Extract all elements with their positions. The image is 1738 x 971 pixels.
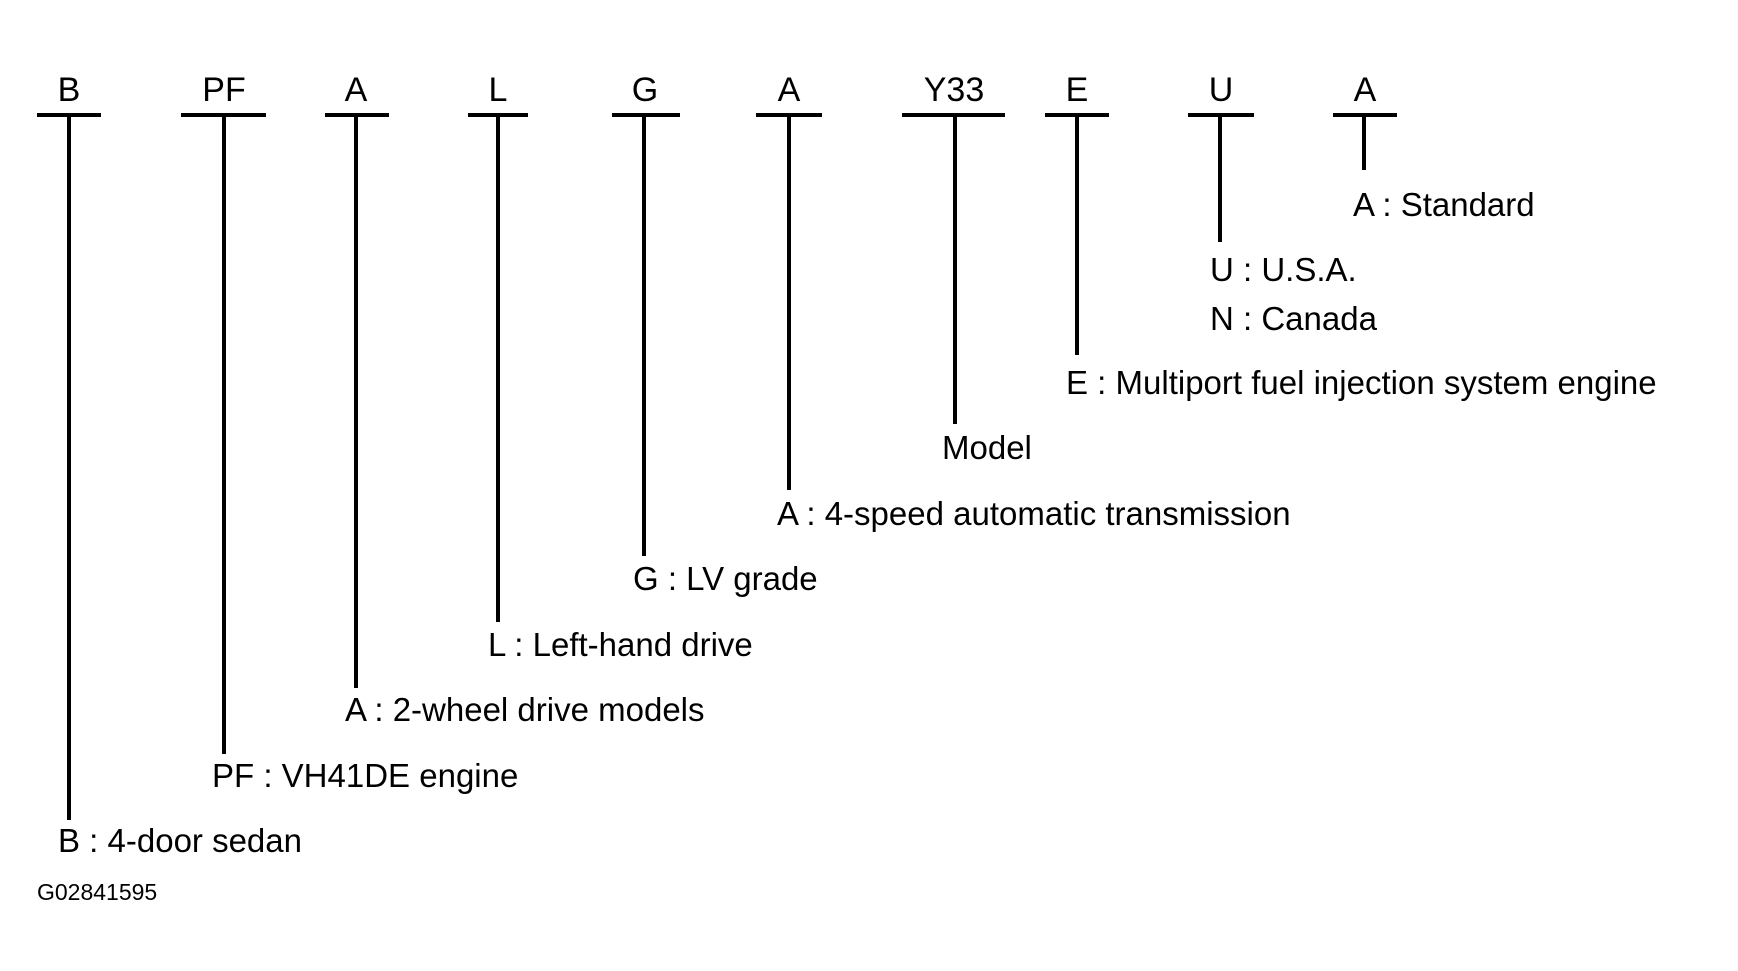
code-letter: PF <box>202 71 245 109</box>
code-description: E : Multiport fuel injection system engi… <box>1066 364 1657 401</box>
code-field-engine: PF PF : VH41DE engine <box>181 71 518 794</box>
code-letter: G <box>632 71 658 109</box>
code-description: A : Standard <box>1353 186 1535 223</box>
code-field-transmission: A A : 4-speed automatic transmission <box>756 71 1291 532</box>
code-letter: A <box>1354 71 1377 109</box>
code-letter: A <box>778 71 801 109</box>
code-field-grade: G G : LV grade <box>612 71 818 597</box>
code-field-body-type: B B : 4-door sedan <box>37 71 302 859</box>
code-letter: Y33 <box>924 71 985 109</box>
code-field-specification: A A : Standard <box>1333 71 1535 223</box>
code-letter: U <box>1209 71 1234 109</box>
code-field-destination: U U : U.S.A. N : Canada <box>1188 71 1378 337</box>
code-description: U : U.S.A. <box>1210 251 1357 288</box>
code-field-fuel-system: E E : Multiport fuel injection system en… <box>1045 71 1657 401</box>
code-field-drive-models: A A : 2-wheel drive models <box>325 71 705 728</box>
code-description-secondary: N : Canada <box>1210 300 1378 337</box>
figure-id: G02841595 <box>37 879 157 905</box>
code-description: Model <box>942 429 1032 466</box>
code-description: L : Left-hand drive <box>488 626 753 663</box>
code-letter: B <box>58 71 81 109</box>
code-field-steering: L L : Left-hand drive <box>468 71 753 663</box>
code-description: A : 2-wheel drive models <box>345 691 705 728</box>
code-description: B : 4-door sedan <box>58 822 302 859</box>
code-letter: L <box>489 71 508 109</box>
code-description: G : LV grade <box>633 560 818 597</box>
code-field-model: Y33 Model <box>902 71 1032 466</box>
code-description: PF : VH41DE engine <box>212 757 518 794</box>
code-description: A : 4-speed automatic transmission <box>777 495 1291 532</box>
code-letter: E <box>1066 71 1089 109</box>
code-letter: A <box>345 71 368 109</box>
